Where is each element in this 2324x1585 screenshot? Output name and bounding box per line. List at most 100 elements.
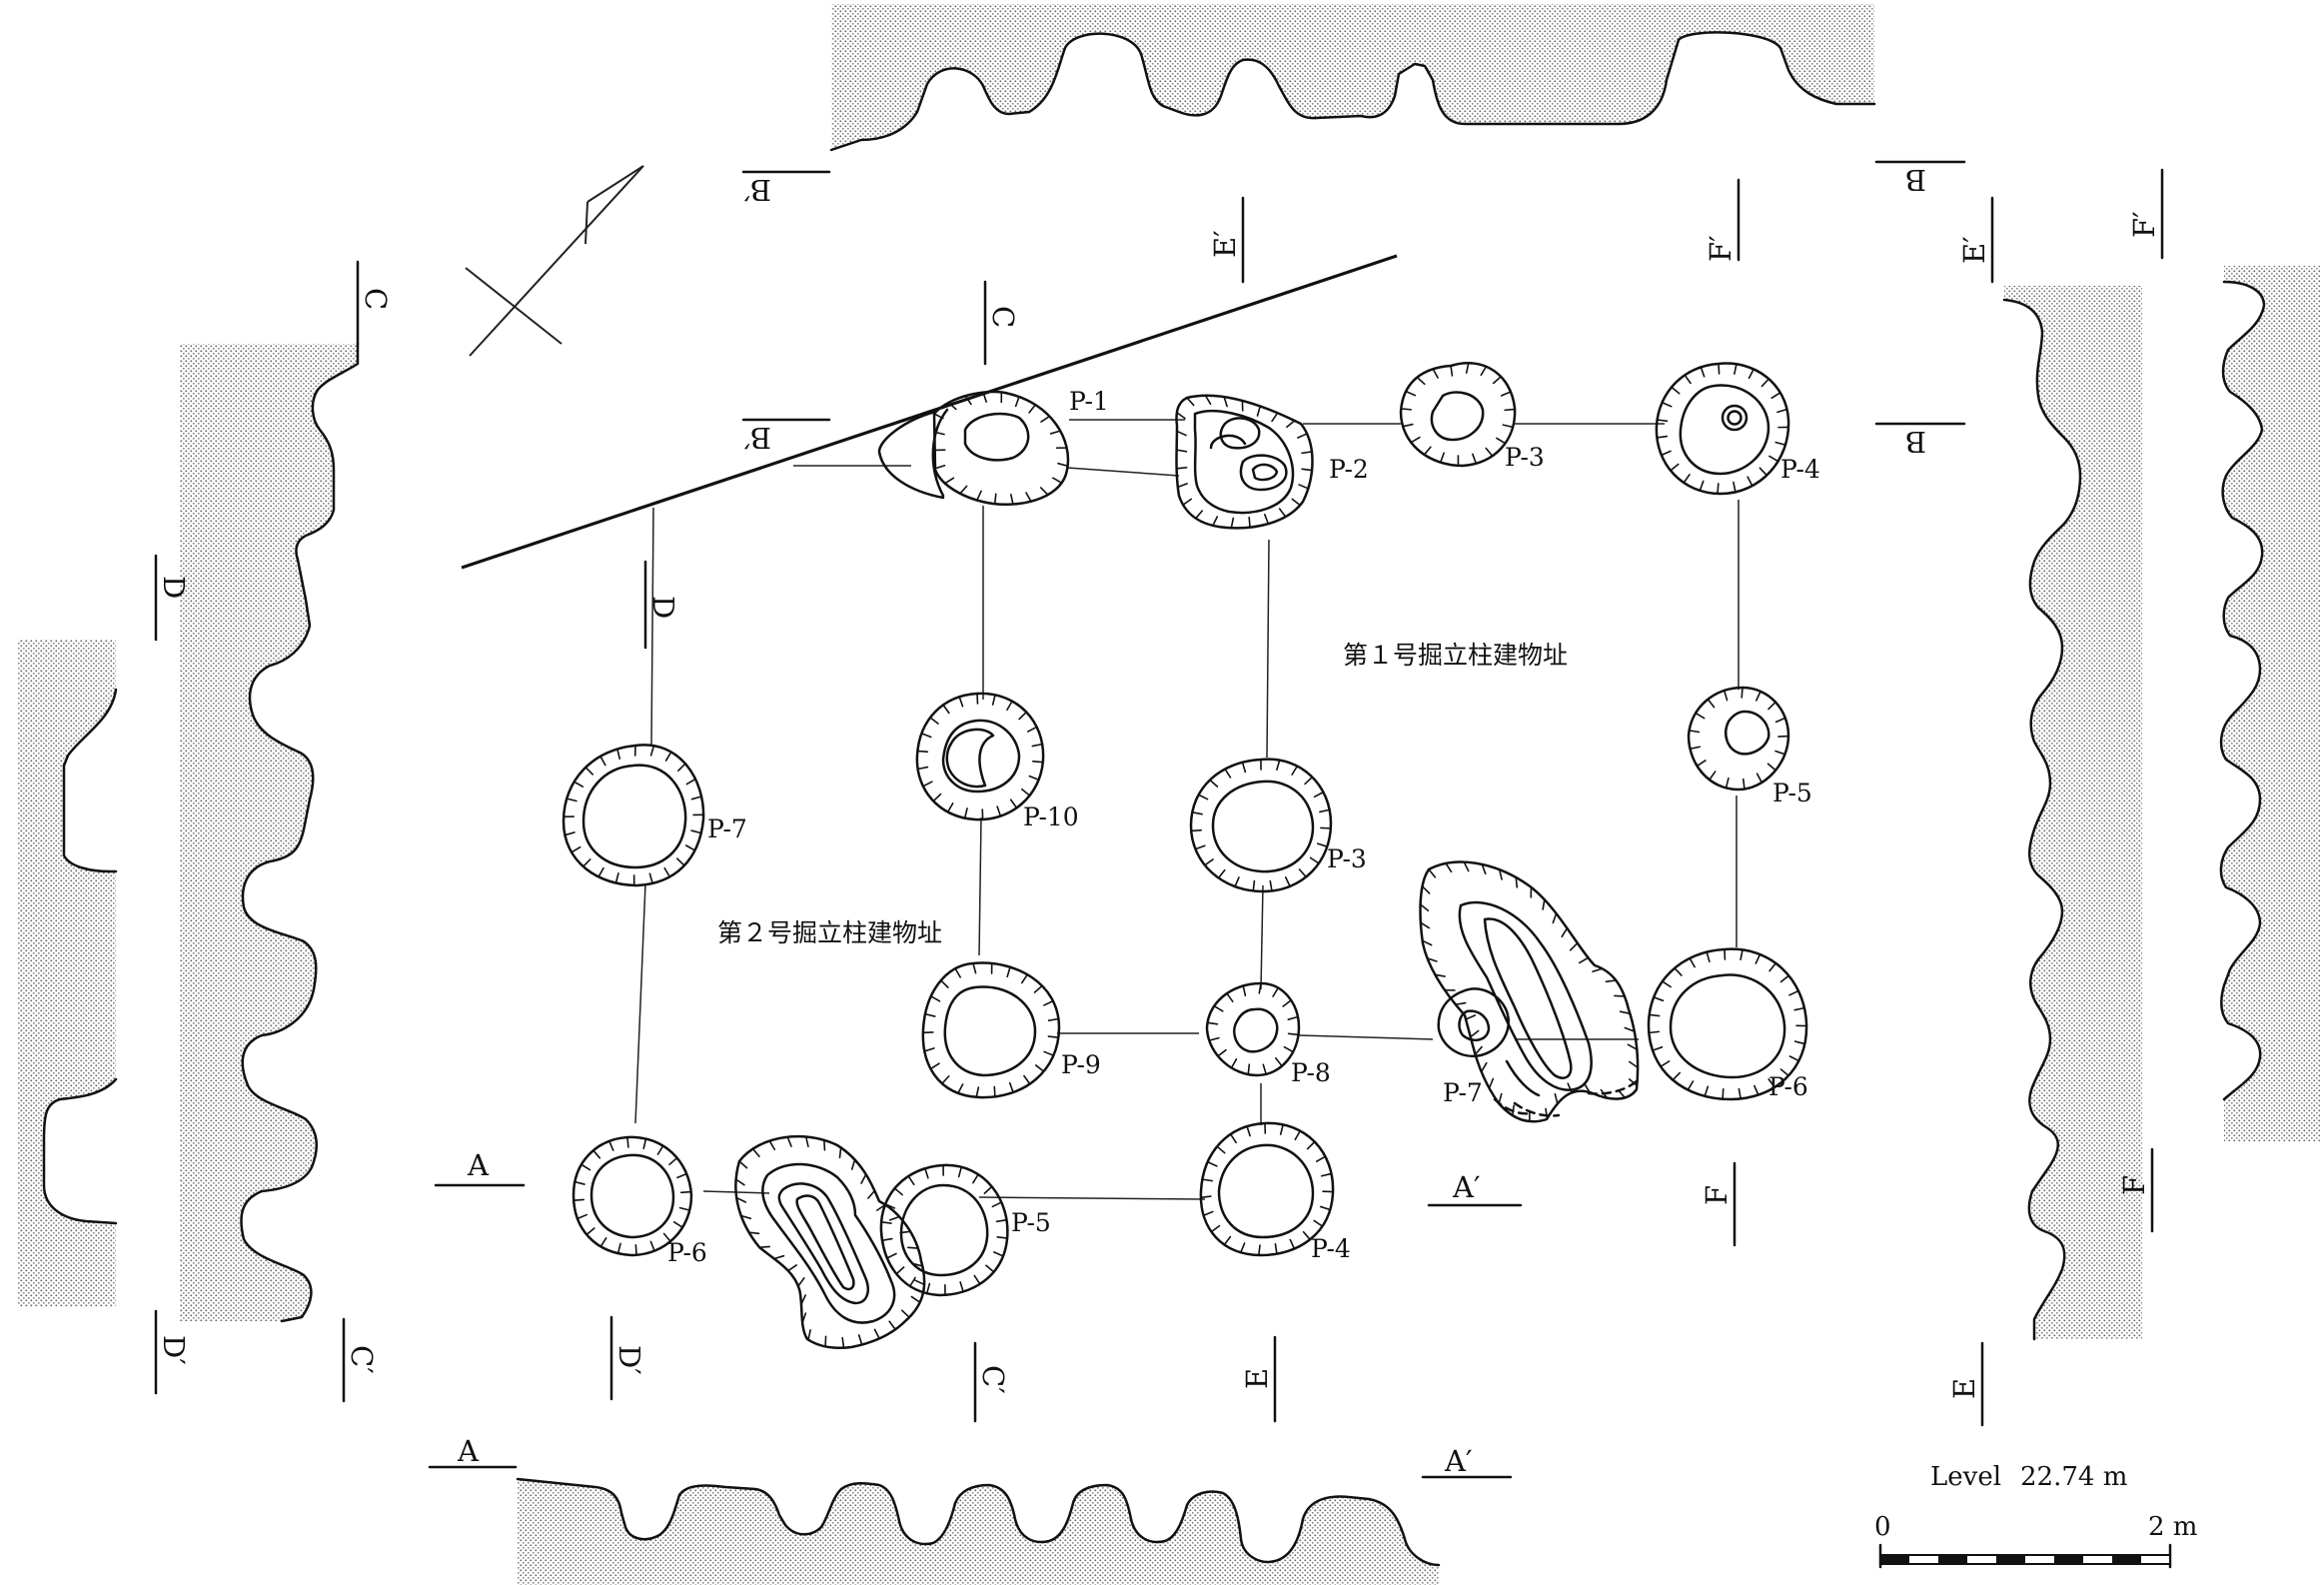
hachure-tick	[1271, 412, 1279, 423]
section-right-outer	[2219, 266, 2320, 1141]
section-left-outer	[18, 640, 118, 1307]
hachure-tick	[662, 1232, 671, 1242]
hachure-tick	[1416, 376, 1426, 386]
hachure-tick	[1177, 483, 1188, 489]
hachure-tick	[1200, 1195, 1212, 1199]
hachure-tick	[1217, 1048, 1227, 1057]
label-b1-p7: P-7	[1443, 1078, 1483, 1107]
hachure-tick	[1197, 793, 1209, 800]
hachure-tick	[1304, 776, 1314, 786]
pit-b1-p3-lower	[1189, 758, 1333, 893]
hachure-tick	[1648, 1013, 1661, 1017]
hachure-tick	[675, 857, 685, 866]
building-1-label: 第１号掘立柱建物址	[1343, 641, 1568, 670]
hachure-tick	[1788, 989, 1799, 996]
hachure-tick	[964, 395, 972, 406]
hachure-tick	[768, 1139, 776, 1151]
section-c-top: C	[986, 306, 1020, 328]
building-2-label: 第２号掘立柱建物址	[717, 918, 942, 947]
hachure-tick	[1309, 856, 1320, 864]
hachure-tick	[685, 778, 696, 786]
pit-b1-p1	[877, 390, 1070, 506]
hachure-tick	[1648, 1030, 1661, 1034]
hachure-tick	[1023, 1074, 1031, 1085]
hachure-tick	[1194, 844, 1206, 850]
hachure-tick	[1006, 965, 1011, 978]
hachure-tick	[1176, 411, 1186, 420]
hachure-tick	[993, 1085, 996, 1098]
hachure-tick	[914, 1279, 925, 1286]
hachure-tick	[1774, 750, 1786, 756]
section-f-bottom: F	[1700, 1185, 1734, 1205]
hachure-tick	[1034, 1064, 1045, 1072]
hachure-tick	[1206, 1160, 1218, 1167]
hachure-tick	[573, 1198, 584, 1201]
hachure-tick	[581, 1163, 591, 1171]
section-d-left: D	[157, 576, 191, 599]
hachure-tick	[574, 1180, 585, 1185]
hachure-tick	[985, 1264, 995, 1273]
hachure-tick	[1671, 386, 1681, 395]
hachure-tick	[1480, 1061, 1488, 1073]
hachure-tick	[597, 866, 604, 878]
hachure-tick	[982, 391, 987, 403]
hachure-tick	[1256, 405, 1262, 417]
hachure-tick	[1758, 467, 1768, 477]
hachure-tick	[1485, 447, 1494, 458]
hachure-tick	[1025, 492, 1032, 503]
hachure-tick	[880, 1221, 892, 1224]
hachure-tick	[672, 1221, 683, 1228]
hachure-tick	[929, 1062, 940, 1070]
hachure-tick	[1028, 775, 1040, 782]
hachure-tick	[888, 1320, 896, 1331]
hachure-tick	[1432, 368, 1439, 379]
hachure-tick	[1421, 885, 1431, 894]
hachure-tick	[1216, 1145, 1226, 1154]
hachure-tick	[1186, 397, 1195, 407]
hachure-tick	[1248, 516, 1251, 529]
hachure-tick	[1755, 773, 1763, 784]
hachure-tick	[901, 1309, 910, 1318]
hachure-tick	[1402, 423, 1414, 428]
hachure-tick	[924, 1012, 936, 1017]
hachure-tick	[1175, 466, 1188, 470]
hachure-tick	[734, 1178, 745, 1186]
hachure-tick	[1242, 984, 1247, 997]
hachure-tick	[1624, 1026, 1636, 1032]
hachure-tick	[1009, 798, 1018, 809]
hachure-tick	[676, 1172, 687, 1179]
hachure-tick	[963, 807, 968, 819]
hachure-tick	[941, 1075, 950, 1085]
hachure-tick	[1734, 363, 1738, 375]
label-b1-p3-lower: P-3	[1327, 844, 1367, 873]
scale-zero: 0	[1874, 1512, 1891, 1542]
level-note: Level 22.74 m	[1930, 1462, 2127, 1492]
hachure-tick	[1707, 698, 1716, 709]
label-b1-p4: P-4	[1780, 455, 1820, 484]
hachure-tick	[1661, 401, 1673, 408]
hachure-tick	[1262, 1063, 1267, 1075]
hachure-tick	[1206, 1021, 1219, 1025]
hachure-tick	[1026, 726, 1038, 733]
hachure-tick	[1742, 778, 1745, 791]
hachure-tick	[1040, 415, 1051, 423]
hachure-tick	[996, 1235, 1008, 1239]
hachure-tick	[1738, 1087, 1742, 1100]
hachure-tick	[996, 805, 1002, 817]
section-labels: A A′ A A′ B′ B′ B B C C C′ C′ D D D′ D′ …	[157, 163, 2161, 1478]
hachure-tick	[1480, 365, 1488, 377]
section-left-inner	[180, 342, 360, 1323]
excavation-boundary-line	[461, 254, 1398, 570]
section-d-inner: D	[646, 596, 680, 619]
hachure-tick	[1217, 868, 1226, 879]
hachure-tick	[584, 767, 594, 776]
hachure-tick	[599, 756, 606, 767]
pit-b1-p8	[1205, 981, 1301, 1077]
hachure-tick	[1760, 378, 1770, 388]
hachure-tick	[1420, 921, 1431, 929]
hachure-tick	[857, 1334, 863, 1346]
scale-bar: 0 2 m	[1874, 1512, 2197, 1569]
hachure-tick	[1569, 941, 1579, 951]
hachure-tick	[1423, 446, 1432, 456]
hachure-tick	[959, 485, 968, 495]
